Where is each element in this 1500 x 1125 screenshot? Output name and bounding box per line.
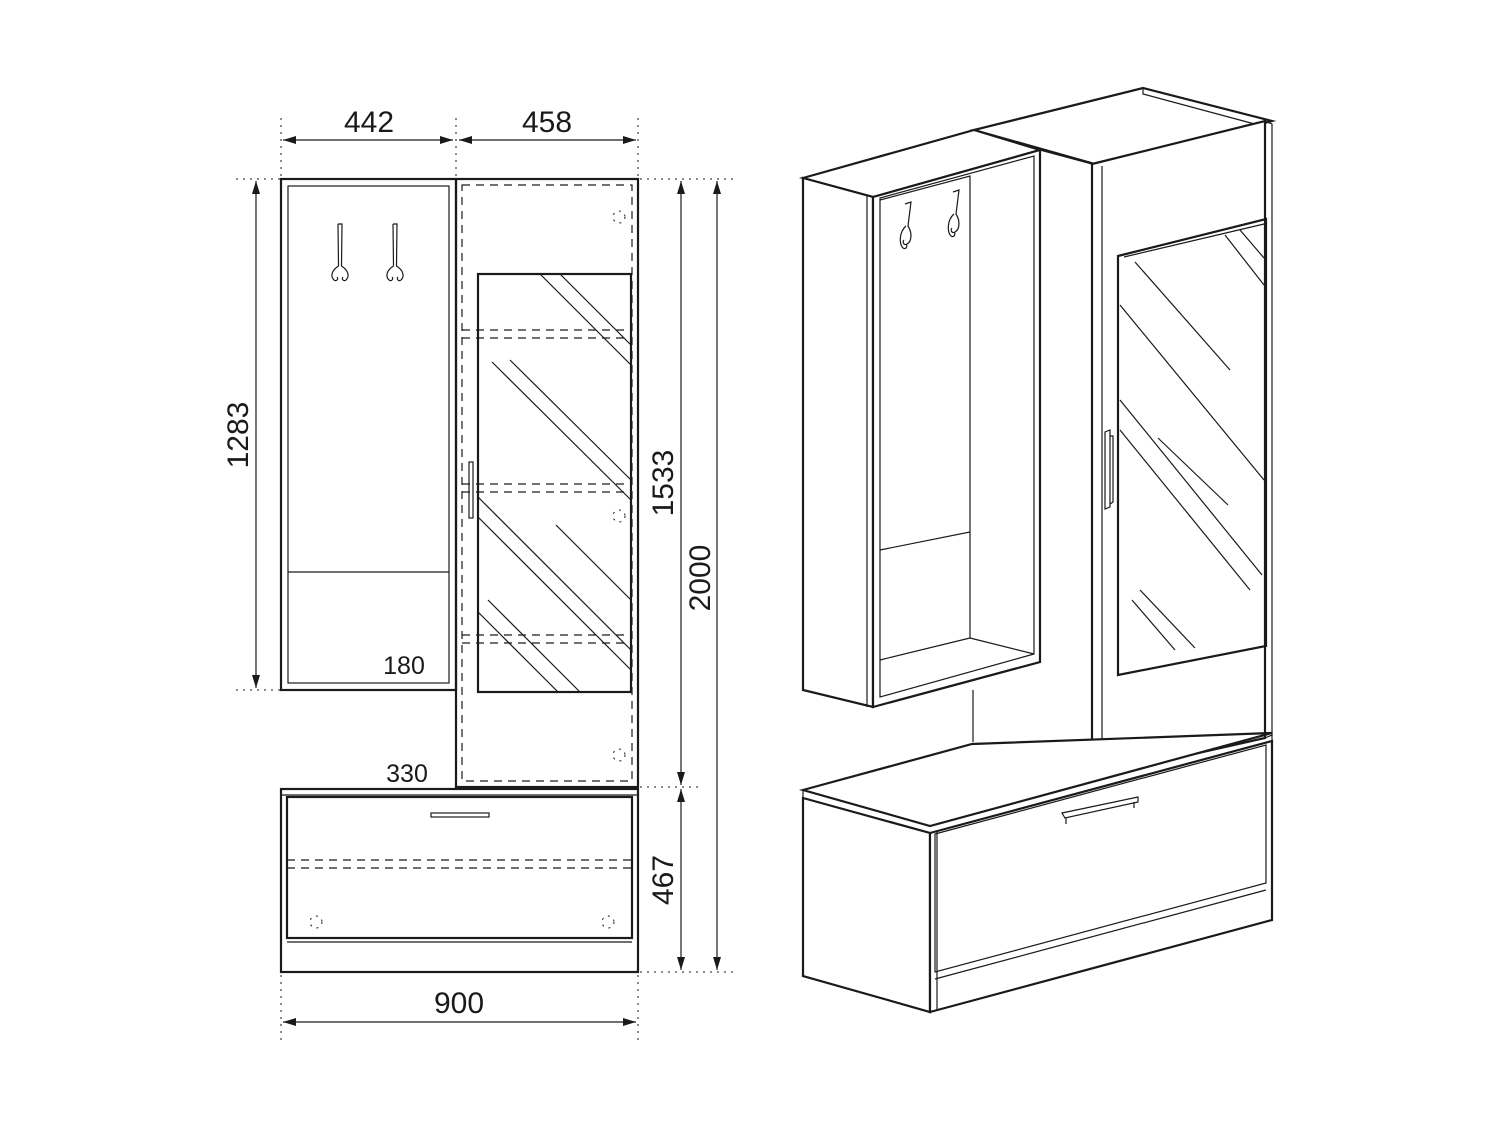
dim-1283-label: 1283 [222,402,255,469]
handle-icon [430,812,490,818]
front-view: 442 458 1283 1533 2000 467 900 180 330 [222,106,738,1040]
bench-3d [798,731,1274,1014]
dim-467-label: 467 [647,855,680,905]
dim-458-label: 458 [522,106,572,139]
coat-hook-icon [899,201,912,250]
dim-330-label: 330 [386,760,428,788]
handle-icon [1061,796,1139,824]
perspective-view [798,86,1277,1014]
coat-panel-3d [798,128,1044,742]
handle-icon [1104,429,1114,510]
dim-180-label: 180 [383,652,425,680]
bench-front [279,787,640,974]
dim-1533-label: 1533 [647,450,680,517]
dimension-lines [252,136,721,1026]
coat-hook-icon [331,223,349,282]
dim-900-label: 900 [434,987,484,1020]
tall-cabinet-3d [969,86,1277,779]
coat-hook-icon [386,223,404,282]
coat-panel-front [279,177,458,692]
tall-cabinet-front [454,177,640,789]
extension-lines [236,118,738,1040]
mirror-reflection [477,273,632,693]
dim-442-label: 442 [344,106,394,139]
handle-icon [468,461,474,519]
coat-hook-icon [947,189,960,238]
dim-2000-label: 2000 [684,545,717,612]
